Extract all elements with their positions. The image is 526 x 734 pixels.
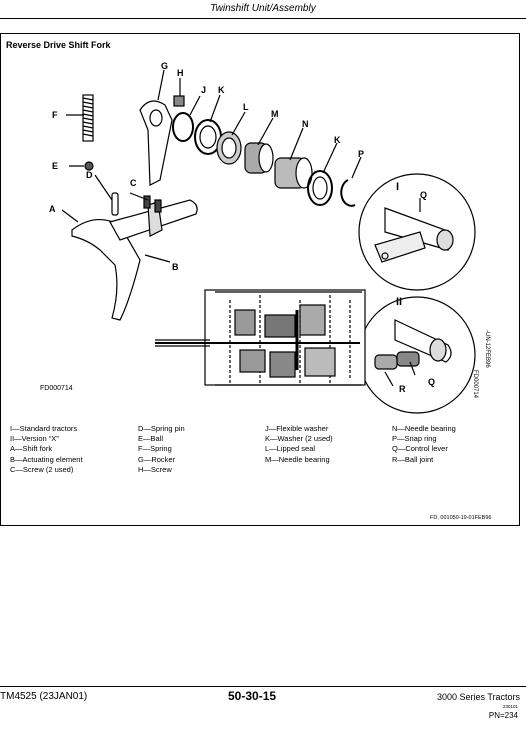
footer-manual-id: TM4525 (23JAN01) bbox=[0, 691, 88, 702]
shift-fork-part bbox=[71, 219, 141, 321]
callout-q: Q bbox=[420, 190, 427, 200]
callout-k2: K bbox=[334, 135, 341, 145]
legend-item: L—Lipped seal bbox=[265, 444, 316, 454]
figure-frame bbox=[0, 33, 520, 526]
callout-c: C bbox=[130, 178, 137, 188]
vertical-date-code: -UN-12FEB96 bbox=[484, 330, 490, 368]
legend-item: A—Shift fork bbox=[10, 444, 53, 454]
washer-2-part bbox=[307, 170, 333, 206]
page-header-title: Twinshift Unit/Assembly bbox=[210, 3, 316, 14]
callout-ii: II bbox=[396, 296, 402, 308]
legend-item: C—Screw (2 used) bbox=[10, 464, 74, 474]
legend-item: D—Spring pin bbox=[138, 424, 185, 433]
rocker-part bbox=[139, 100, 173, 186]
legend-item: K—Washer (2 used) bbox=[265, 434, 333, 444]
legend-col-2: D—Spring pin E—Ball F—Spring G—Rocker H—… bbox=[138, 424, 185, 475]
callout-n: N bbox=[302, 119, 309, 129]
legend-item: P—Snap ring bbox=[392, 434, 437, 444]
screw-part bbox=[143, 195, 151, 209]
snap-ring-part bbox=[340, 179, 356, 207]
footer-page-number: 50-30-15 bbox=[228, 689, 277, 703]
legend-item: I—Standard tractors bbox=[10, 424, 78, 433]
figure-id: FD000714 bbox=[40, 385, 73, 392]
callout-f: F bbox=[52, 110, 58, 120]
header-rule bbox=[0, 18, 526, 19]
footer-pn: PN=234 bbox=[488, 711, 518, 720]
callout-m: M bbox=[271, 109, 279, 119]
legend-col-4: N—Needle bearing P—Snap ring Q—Control l… bbox=[392, 424, 456, 465]
detail-circle-i bbox=[358, 173, 476, 291]
vertical-figure-code: FD000714 bbox=[472, 370, 478, 399]
legend-item: R—Ball joint bbox=[392, 454, 434, 464]
callout-g: G bbox=[161, 61, 168, 71]
legend-col-1: I—Standard tractors II—Version “X” A—Shi… bbox=[10, 424, 83, 475]
screw-h-part bbox=[173, 95, 185, 107]
callout-i: I bbox=[396, 181, 399, 193]
callout-e: E bbox=[52, 161, 58, 171]
callout-d: D bbox=[86, 170, 93, 180]
legend-item: Q—Control lever bbox=[392, 444, 448, 454]
legend-item: M—Needle bearing bbox=[265, 454, 330, 464]
callout-k: K bbox=[218, 85, 225, 95]
spring-part bbox=[82, 94, 94, 142]
flexible-washer-part bbox=[172, 112, 194, 142]
legend-col-3: J—Flexible washer K—Washer (2 used) L—Li… bbox=[265, 424, 333, 465]
callout-q2: Q bbox=[428, 377, 435, 387]
callout-b: B bbox=[172, 262, 179, 272]
legend-item: H—Screw bbox=[138, 464, 172, 474]
legend-item: E—Ball bbox=[138, 434, 164, 444]
legend-item: B—Actuating element bbox=[10, 454, 83, 464]
ball-part bbox=[84, 161, 94, 171]
section-title: Reverse Drive Shift Fork bbox=[6, 40, 111, 50]
callout-l: L bbox=[243, 102, 249, 112]
gearbox-cutaway bbox=[155, 289, 366, 386]
callout-r: R bbox=[399, 384, 406, 394]
legend-item: G—Rocker bbox=[138, 454, 176, 464]
callout-p: P bbox=[358, 149, 364, 159]
legend-item: F—Spring bbox=[138, 444, 172, 454]
callout-j: J bbox=[201, 85, 206, 95]
legend-item: II—Version “X” bbox=[10, 434, 59, 444]
spring-pin-part bbox=[111, 192, 119, 216]
legend-item: J—Flexible washer bbox=[265, 424, 329, 433]
footer-date-code: 230101 bbox=[502, 704, 518, 709]
footer-rule bbox=[0, 686, 526, 687]
legend-item: N—Needle bearing bbox=[392, 424, 456, 433]
footer-series: 3000 Series Tractors bbox=[436, 692, 520, 702]
callout-h: H bbox=[177, 68, 184, 78]
figure-reference-code: FD, 001050-19-01FEB96 bbox=[430, 515, 492, 521]
callout-a: A bbox=[49, 204, 56, 214]
